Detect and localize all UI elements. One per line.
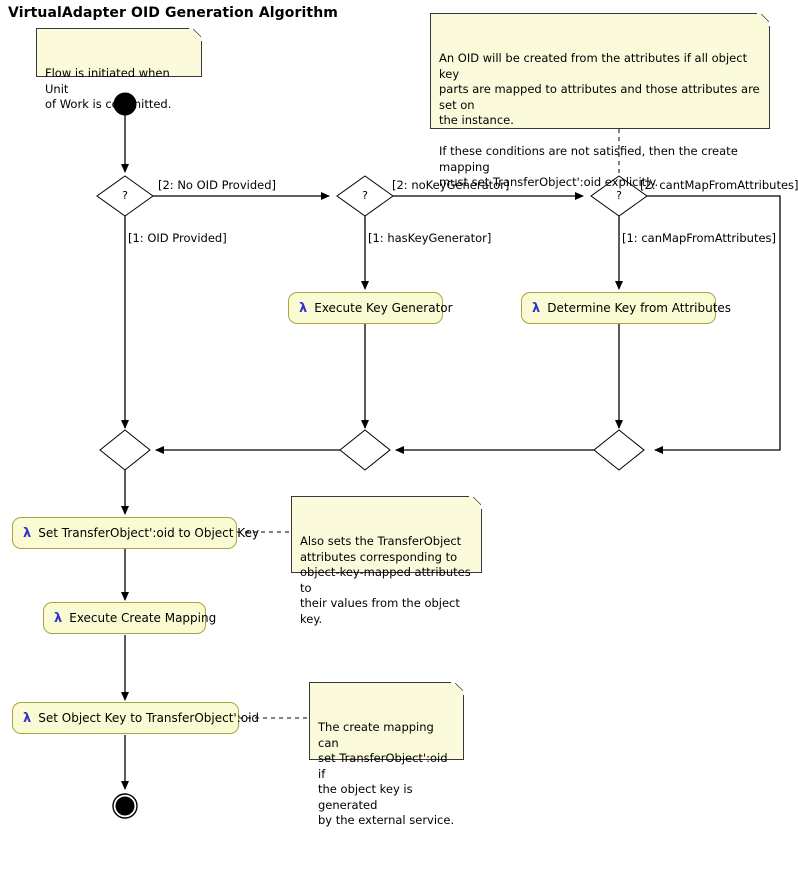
action-execute-key-generator[interactable]: λ Execute Key Generator: [288, 292, 453, 324]
action-set-oid-to-object-key[interactable]: λ Set TransferObject':oid to Object Key: [12, 517, 259, 549]
decision-key-generator-label[interactable]: ?: [362, 189, 368, 202]
action-label: Determine Key from Attributes: [547, 301, 732, 315]
merge-middle: [339, 429, 391, 471]
note-fold-icon: [757, 13, 770, 26]
guard-no-key-generator: [2: noKeyGenerator]: [392, 178, 510, 192]
note-create-mapping-text: The create mapping can set TransferObjec…: [318, 720, 455, 827]
guard-oid-provided: [1: OID Provided]: [128, 231, 227, 245]
action-set-object-key-to-oid[interactable]: λ Set Object Key to TransferObject':oid: [12, 702, 259, 734]
note-set-oid-text: Also sets the TransferObject attributes …: [300, 534, 471, 626]
note-start-text: Flow is initiated when Unit of Work is c…: [45, 66, 172, 111]
note-fold-icon: [189, 28, 202, 41]
note-create-mapping: The create mapping can set TransferObjec…: [309, 682, 464, 827]
lambda-icon: λ: [54, 610, 63, 626]
note-set-oid: Also sets the TransferObject attributes …: [291, 496, 482, 626]
page-title: VirtualAdapter OID Generation Algorithm: [8, 5, 338, 21]
merge-left: [99, 429, 151, 471]
merge-right: [593, 429, 645, 471]
action-label: Set TransferObject':oid to Object Key: [38, 526, 260, 540]
note-oid-attributes-text: An OID will be created from the attribut…: [439, 51, 760, 189]
decision-oid-provided-label[interactable]: ?: [122, 189, 128, 202]
action-label: Execute Key Generator: [314, 301, 453, 315]
guard-can-map-attributes: [1: canMapFromAttributes]: [622, 231, 777, 245]
lambda-icon: λ: [23, 525, 32, 541]
decision-map-attributes-label[interactable]: ?: [616, 189, 622, 202]
action-execute-create-mapping[interactable]: λ Execute Create Mapping: [43, 602, 216, 634]
end-node: [115, 796, 135, 816]
action-label: Set Object Key to TransferObject':oid: [38, 711, 260, 725]
note-start: Flow is initiated when Unit of Work is c…: [36, 28, 202, 111]
guard-no-oid-provided: [2: No OID Provided]: [158, 178, 276, 192]
action-determine-key[interactable]: λ Determine Key from Attributes: [521, 292, 731, 324]
note-oid-attributes: An OID will be created from the attribut…: [430, 13, 770, 189]
note-fold-icon: [469, 496, 482, 509]
lambda-icon: λ: [532, 300, 541, 316]
action-label: Execute Create Mapping: [69, 611, 217, 625]
guard-cant-map-attributes: [2: cantMapFromAttributes]: [640, 178, 798, 192]
lambda-icon: λ: [23, 710, 32, 726]
guard-has-key-generator: [1: hasKeyGenerator]: [368, 231, 492, 245]
note-fold-icon: [451, 682, 464, 695]
lambda-icon: λ: [299, 300, 308, 316]
